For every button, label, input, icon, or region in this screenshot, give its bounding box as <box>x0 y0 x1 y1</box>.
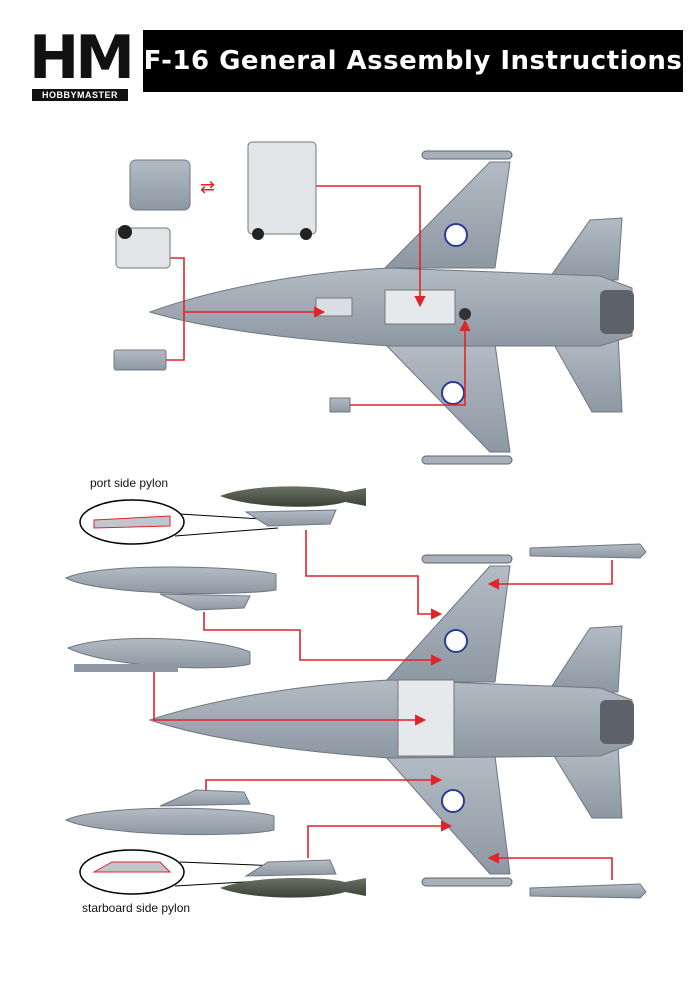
top-arrows <box>166 185 471 406</box>
main-gear-wheel-right <box>300 228 312 240</box>
top-aircraft-wingtip-missile-lower <box>421 455 513 465</box>
bottom-aircraft-wingtip-missile-upper <box>421 554 513 564</box>
swap-arrows-icon: ⇄ <box>200 177 215 197</box>
bottom-aircraft-upper-stabilizer <box>547 625 623 693</box>
bottom-aircraft-roundel-upper <box>444 629 468 653</box>
port-pylon-label: port side pylon <box>90 476 168 490</box>
arrow-fuel-tank-3 <box>205 774 443 790</box>
arrow-starboard-pylon <box>307 820 453 858</box>
top-aircraft-gear-hole <box>459 308 471 320</box>
starboard-pylon-label: starboard side pylon <box>82 901 190 915</box>
bay-door-part <box>113 349 167 371</box>
arrow-missile-lower <box>487 852 613 880</box>
fuel-tank-2 <box>66 637 251 669</box>
fuel-tank-1-pylon <box>159 593 251 611</box>
top-aircraft-roundel-upper <box>444 223 468 247</box>
top-aircraft-wingtip-missile-upper <box>421 150 513 160</box>
top-loose-parts: ⇄ <box>113 141 351 413</box>
starboard-pylon-part <box>244 859 337 877</box>
arrow-fuel-tank-1 <box>203 612 443 666</box>
starboard-bomb <box>220 878 366 898</box>
bottom-aircraft-upper-wing <box>383 565 511 683</box>
top-aircraft-engine-nozzle <box>600 290 634 334</box>
arrow-main-gear <box>316 185 426 308</box>
fuel-tank-1 <box>64 566 277 595</box>
bottom-aircraft-fuselage <box>148 679 633 759</box>
starboard-callout-line-1 <box>179 861 279 867</box>
arrow-fuel-tank-2 <box>153 672 427 726</box>
top-aircraft-roundel-lower <box>441 381 465 405</box>
starboard-pylon-detail <box>92 861 172 873</box>
port-pylon-part <box>244 509 337 527</box>
nose-gear-wheel <box>118 225 132 239</box>
title-bar: F-16 General Assembly Instructions <box>143 30 683 92</box>
logo-letters: HM <box>29 23 135 93</box>
hobbymaster-logo: HM HOBBYMASTER <box>28 23 135 102</box>
bottom-aircraft-lower-wing <box>383 755 511 875</box>
port-callout-line-2 <box>174 527 279 537</box>
top-aircraft-nose-bay <box>315 297 353 317</box>
arrow-port-pylon <box>305 530 443 620</box>
page-title: F-16 General Assembly Instructions <box>143 46 683 76</box>
logo-name: HOBBYMASTER <box>32 89 128 101</box>
arrow-missile-upper <box>487 560 613 590</box>
bottom-aircraft-wingtip-missile-lower <box>421 877 513 887</box>
fuel-tank-3-pylon <box>159 789 251 807</box>
bottom-aircraft-gear-bay <box>397 679 455 757</box>
port-bomb <box>220 486 366 507</box>
bottom-arrows <box>153 530 613 880</box>
port-pylon-detail <box>93 515 171 529</box>
main-gear-part <box>247 141 317 235</box>
missile-lower-right <box>529 883 647 899</box>
arrow-nose-gear <box>170 257 326 318</box>
nose-gear-part <box>115 227 171 269</box>
fuel-tank-2-rack <box>74 664 178 672</box>
arrow-small-door <box>350 319 471 406</box>
main-gear-wheel-left <box>252 228 264 240</box>
intake-cover-part <box>129 159 191 211</box>
bottom-aircraft-engine-nozzle <box>600 700 634 744</box>
top-aircraft-upper-wing <box>383 161 511 269</box>
top-aircraft <box>148 150 634 465</box>
fuel-tank-3 <box>64 807 275 836</box>
small-door-part <box>329 397 351 413</box>
top-aircraft-upper-stabilizer <box>547 217 623 281</box>
bottom-aircraft <box>148 554 634 887</box>
arrow-bay-door <box>166 312 185 361</box>
missile-upper-right <box>529 543 647 559</box>
bottom-aircraft-roundel-lower <box>441 789 465 813</box>
